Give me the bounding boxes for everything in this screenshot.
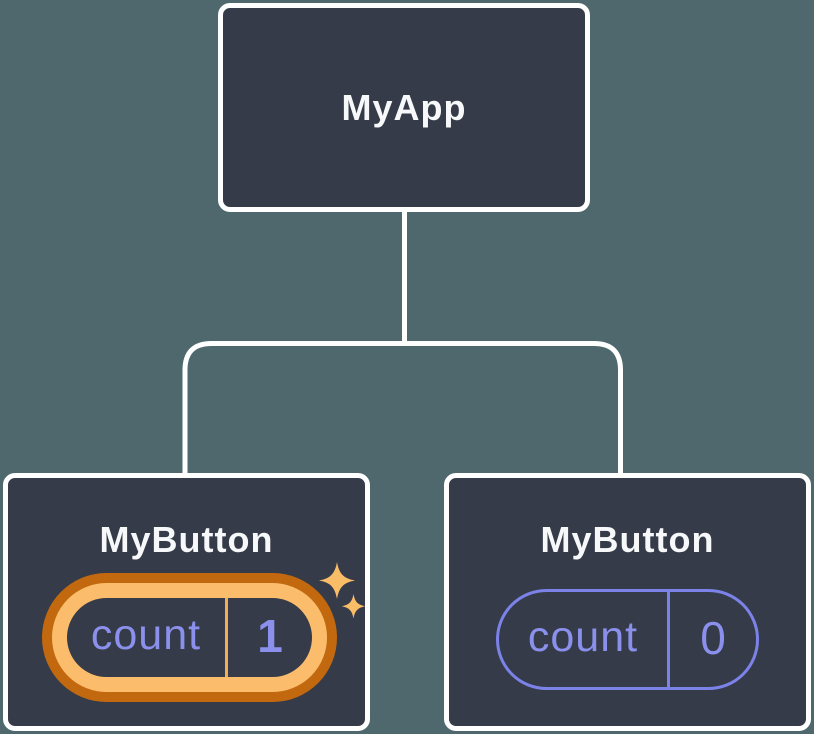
child-node-right-label: MyButton [540, 519, 715, 560]
root-node: MyApp [218, 3, 590, 212]
state-key-label: count [90, 611, 202, 659]
state-pill: count 0 [496, 589, 759, 690]
sparkles-icon [319, 562, 366, 619]
state-key-label: count [527, 613, 639, 661]
state-value-cell: 1 [228, 598, 312, 677]
child-node-left: MyButton count 1 [3, 473, 370, 731]
root-node-label: MyApp [341, 86, 467, 128]
state-key-cell: count [67, 598, 228, 677]
state-pill-highlighted: count 1 [52, 583, 327, 692]
state-key-cell: count [499, 592, 670, 687]
child-node-right: MyButton count 0 [444, 473, 811, 731]
state-value: 1 [257, 609, 283, 662]
child-node-left-label: MyButton [99, 519, 274, 560]
state-value: 0 [700, 611, 726, 664]
state-value-cell: 0 [670, 592, 756, 687]
